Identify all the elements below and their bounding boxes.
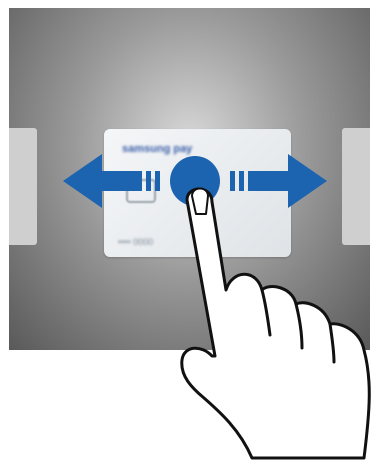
pointing-hand-icon [182, 189, 369, 459]
